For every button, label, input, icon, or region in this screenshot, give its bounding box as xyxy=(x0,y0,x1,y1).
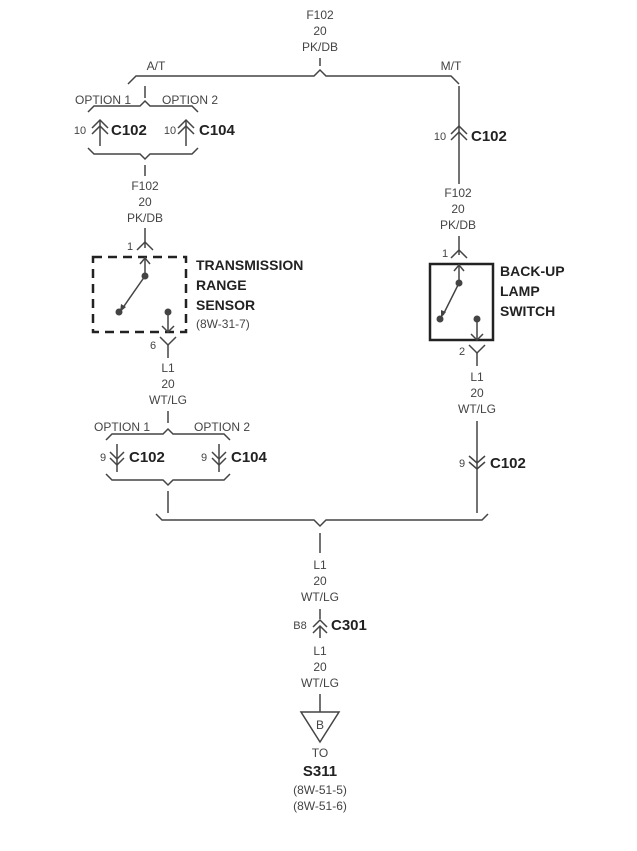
blsw-pin2-connector-icon xyxy=(468,344,486,355)
mt-wire1-gauge: 20 xyxy=(451,202,465,216)
blsw-pin1-connector-icon xyxy=(450,248,468,259)
blsw-label-line1: BACK-UP xyxy=(500,263,565,279)
at-top-option2-label: OPTION 2 xyxy=(162,93,218,107)
trs-label-line3: SENSOR xyxy=(196,297,255,313)
at-wire2-gauge: 20 xyxy=(161,377,175,391)
blsw-label-line3: SWITCH xyxy=(500,303,555,319)
mt-wire1-color: PK/DB xyxy=(440,218,476,232)
mt-bottom-c102-label: C102 xyxy=(490,455,526,472)
at-bottom-c102-connector-icon xyxy=(109,444,125,472)
at-bottom-c102-label: C102 xyxy=(129,449,165,466)
center-wire1-circuit: L1 xyxy=(313,558,327,572)
mt-wire1-circuit: F102 xyxy=(444,186,472,200)
at-top-c102-connector-icon xyxy=(91,118,109,146)
splice-ref2: (8W-51-6) xyxy=(293,799,347,813)
mt-bottom-c102-pin: 9 xyxy=(459,458,465,470)
at-top-c104-connector-icon xyxy=(177,118,195,146)
mt-top-c102-pin: 10 xyxy=(434,131,446,143)
splice-triangle-icon xyxy=(299,711,341,744)
mt-top-c102-connector-icon xyxy=(450,124,468,141)
blsw-pin-out: 2 xyxy=(459,346,465,358)
top-wire-gauge: 20 xyxy=(313,24,327,38)
at-bottom-option-brace-lower xyxy=(105,473,231,487)
at-top-option-brace-upper xyxy=(87,99,199,113)
at-top-c104-label: C104 xyxy=(199,122,236,139)
at-top-option1-label: OPTION 1 xyxy=(75,93,131,107)
at-bottom-option1-label: OPTION 1 xyxy=(94,420,150,434)
at-wire2-color: WT/LG xyxy=(149,393,187,407)
at-bottom-option-brace-upper xyxy=(105,427,231,441)
c301-label: C301 xyxy=(331,617,367,634)
trs-pin6-connector-icon xyxy=(159,336,177,347)
at-wire2-circuit: L1 xyxy=(161,361,175,375)
mt-wire2-color: WT/LG xyxy=(458,402,496,416)
trs-label-line1: TRANSMISSION xyxy=(196,257,303,273)
at-top-c102-label: C102 xyxy=(111,122,147,139)
at-bottom-c104-pin: 9 xyxy=(201,452,207,464)
mt-branch-label: M/T xyxy=(441,59,462,73)
mt-bottom-c102-connector-icon xyxy=(468,455,486,470)
trs-switch-icon xyxy=(115,256,175,334)
at-top-c102-pin: 10 xyxy=(74,125,86,137)
center-wire2-color: WT/LG xyxy=(301,676,339,690)
at-top-c104-pin: 10 xyxy=(164,125,176,137)
c301-connector-icon xyxy=(312,609,328,638)
center-wire2-circuit: L1 xyxy=(313,644,327,658)
mt-wire2-circuit: L1 xyxy=(470,370,484,384)
blsw-pin-in: 1 xyxy=(442,248,448,260)
trs-pin1-connector-icon xyxy=(136,240,154,251)
center-wire1-color: WT/LG xyxy=(301,590,339,604)
trs-label-line2: RANGE xyxy=(196,277,247,293)
mt-wire2-gauge: 20 xyxy=(470,386,484,400)
trs-pin-in: 1 xyxy=(127,241,133,253)
bottom-merge-bus xyxy=(155,513,489,528)
center-wire1-gauge: 20 xyxy=(313,574,327,588)
splice-to: TO xyxy=(312,746,328,760)
at-top-option-brace-lower xyxy=(87,147,199,161)
top-split-bus xyxy=(127,68,460,85)
splice-letter: B xyxy=(316,718,324,732)
blsw-label-line2: LAMP xyxy=(500,283,540,299)
at-bottom-option2-label: OPTION 2 xyxy=(194,420,250,434)
blsw-switch-icon xyxy=(436,263,484,342)
at-wire1-circuit: F102 xyxy=(131,179,159,193)
blsw-box xyxy=(428,262,495,342)
top-wire-color: PK/DB xyxy=(302,40,338,54)
c301-pin: B8 xyxy=(293,620,306,632)
at-bottom-c104-label: C104 xyxy=(231,449,268,466)
mt-top-c102-label: C102 xyxy=(471,128,507,145)
at-wire1-color: PK/DB xyxy=(127,211,163,225)
at-branch-label: A/T xyxy=(147,59,166,73)
at-wire1-gauge: 20 xyxy=(138,195,152,209)
trs-box xyxy=(91,255,188,334)
center-wire2-gauge: 20 xyxy=(313,660,327,674)
top-wire-circuit: F102 xyxy=(306,8,334,22)
trs-pin-out: 6 xyxy=(150,340,156,352)
splice-ref1: (8W-51-5) xyxy=(293,783,347,797)
trs-ref: (8W-31-7) xyxy=(196,317,250,331)
at-bottom-c102-pin: 9 xyxy=(100,452,106,464)
at-bottom-c104-connector-icon xyxy=(211,444,227,472)
splice-name: S311 xyxy=(303,763,337,780)
